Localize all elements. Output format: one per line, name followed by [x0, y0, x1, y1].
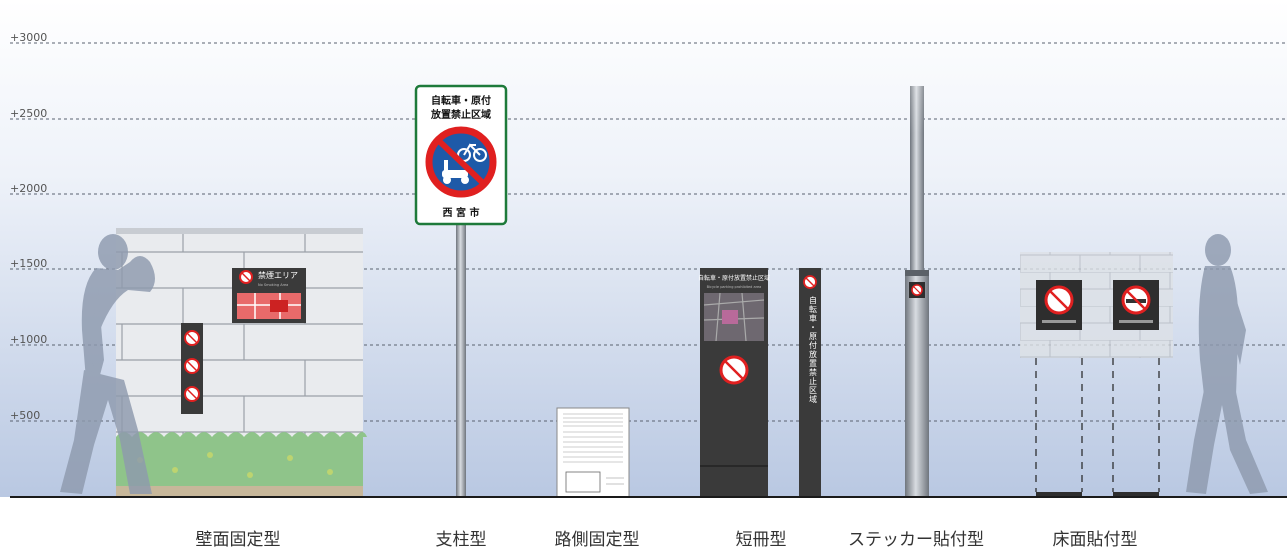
roadside-type-illustration [556, 407, 630, 498]
sign-post [456, 222, 466, 497]
caption-floor-type: 床面貼付型 [1052, 530, 1138, 550]
height-label-1500: +1500 [10, 257, 48, 270]
wall-sign-subtitle: No Smoking Area [258, 283, 288, 287]
caption-sticker-type: ステッカー貼付型 [848, 530, 984, 550]
sign-title-line2: 放置禁止区域 [430, 108, 491, 121]
height-label-1000: +1000 [10, 333, 48, 346]
bicycle-icon [457, 143, 487, 162]
strip-panel-title: 自転車・原付放置禁止区域 [698, 274, 770, 282]
strip-panel-subtitle: Bicycle parking prohibited area [707, 285, 762, 289]
caption-roadside-type: 路側固定型 [554, 530, 640, 550]
wall-sign-title: 禁煙エリア [258, 271, 298, 280]
sign-city: 西 宮 市 [443, 206, 480, 219]
person-silhouette-left [60, 234, 155, 494]
sign-title-line1: 自転車・原付 [431, 94, 491, 107]
person-silhouette-right [1186, 234, 1268, 494]
height-label-500: +500 [10, 409, 41, 422]
sticker-type-illustration [905, 86, 929, 497]
wall-type-illustration: 禁煙エリア No Smoking Area [116, 228, 367, 498]
floor-type-illustration [1020, 252, 1173, 496]
strip-type-illustration: 自転車・原付放置禁止区域 Bicycle parking prohibited … [698, 268, 821, 497]
height-label-2000: +2000 [10, 182, 48, 195]
caption-wall-type: 壁面固定型 [195, 530, 281, 550]
scooter-icon [442, 160, 469, 184]
caption-strip-type: 短冊型 [735, 530, 787, 550]
height-label-3000: +3000 [10, 31, 48, 44]
narrow-strip-panel [799, 268, 821, 497]
wall-sign-map [237, 293, 301, 319]
caption-pole-type: 支柱型 [435, 530, 487, 550]
narrow-strip-vertical-text: 自転車・原付放置禁止区域 [809, 295, 818, 404]
pole-type-illustration: 自転車・原付 放置禁止区域 西 宮 市 [414, 84, 508, 497]
hedge [116, 437, 363, 492]
tall-pole-lower [905, 270, 929, 497]
no-smoking-icon-stack [184, 330, 200, 402]
height-label-2500: +2500 [10, 107, 48, 120]
